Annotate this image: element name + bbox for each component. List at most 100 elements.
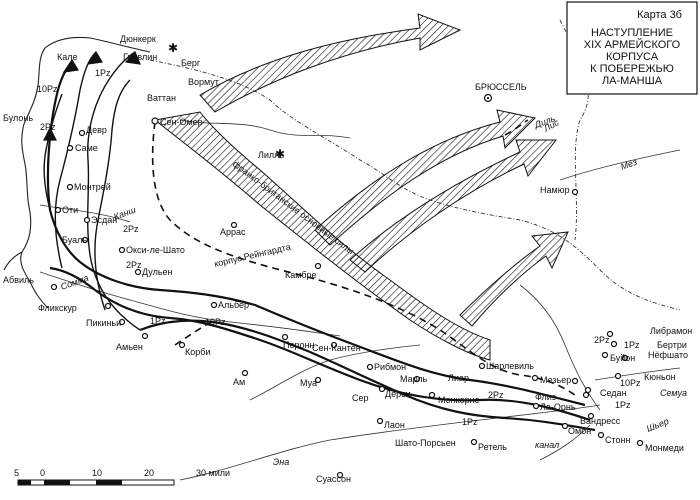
star-markers: ✱ ✱ bbox=[168, 41, 285, 161]
city-montcornet: Монкорне bbox=[438, 395, 480, 405]
unit-1pz-e: 1Pz bbox=[615, 400, 631, 410]
city-markers bbox=[50, 93, 644, 479]
river-label-chiers: Шьер bbox=[645, 416, 670, 434]
city-neufchateau: Нёфшато bbox=[648, 350, 688, 360]
city-bertrix: Бертри bbox=[657, 340, 687, 350]
city-namur: Намюр bbox=[540, 185, 569, 195]
legend-title-line-1: НАСТУПЛЕНИЕ bbox=[591, 27, 673, 39]
city-chateau-porcien: Шато-Порсьен bbox=[395, 438, 456, 448]
scale-tick-label: 10 bbox=[92, 468, 102, 478]
river-semois bbox=[594, 367, 681, 381]
river-label-aisne: Эна bbox=[273, 457, 289, 467]
unit-1pz-c: 1Pz bbox=[462, 417, 478, 427]
scale-tick-label: 5 bbox=[14, 468, 19, 478]
city-marle: Марль bbox=[400, 374, 428, 384]
scale-tick-label: 0 bbox=[40, 468, 45, 478]
city-wormhout: Вормут bbox=[188, 77, 219, 87]
legend-title-line-5: ЛА-МАНША bbox=[602, 75, 663, 87]
unit-2pz-b: 2Pz bbox=[123, 224, 139, 234]
city-amiens: Амьен bbox=[116, 342, 143, 352]
city-omon: Омон bbox=[568, 426, 591, 436]
city-albert: Альбер bbox=[218, 300, 249, 310]
city-liart: Лиар bbox=[448, 373, 469, 383]
scale-bar: 1050102030 мили bbox=[14, 468, 230, 486]
city-abbeville: Абвиль bbox=[3, 275, 34, 285]
city-serre: Сер bbox=[352, 393, 369, 403]
svg-text:✱: ✱ bbox=[168, 41, 178, 55]
city-sedan: Седан bbox=[600, 388, 627, 398]
river-label-canal: канал bbox=[535, 440, 559, 450]
city-libramont: Либрамон bbox=[650, 326, 692, 336]
city-stonne: Стонн bbox=[605, 435, 630, 445]
city-watten: Ваттан bbox=[147, 93, 176, 103]
city-bouillon: Буйон bbox=[610, 353, 635, 363]
river-label-meuse: Мёз bbox=[619, 157, 638, 172]
unit-1pz-d: 1Pz bbox=[624, 340, 640, 350]
city-junyon: Кюньон bbox=[644, 372, 676, 382]
city-saint-omer: Сен-Омер bbox=[160, 117, 203, 127]
city-doullens: Дульен bbox=[142, 267, 173, 277]
xix-corps-arrow-heads bbox=[43, 50, 141, 141]
reinhardt-corps-label: корпус Рейнгардта bbox=[213, 242, 291, 269]
city-arras: Аррас bbox=[220, 227, 246, 237]
city-la-horgne: Ла-Орнь bbox=[540, 402, 576, 412]
border-france-belgium bbox=[149, 59, 681, 311]
unit-1pz-a: 1Pz bbox=[95, 68, 111, 78]
river-label-canche: Канш bbox=[112, 205, 137, 222]
scale-tick-label: 30 мили bbox=[196, 468, 230, 478]
city-rethel: Ретель bbox=[478, 442, 507, 452]
xix-corps-routes bbox=[43, 51, 596, 432]
city-buali: Буаль bbox=[62, 235, 87, 245]
unit-2pz-a: 2Pz bbox=[40, 122, 56, 132]
legend-title-line-4: К ПОБЕРЕЖЬЮ bbox=[590, 63, 674, 75]
river-somme bbox=[39, 271, 341, 337]
city-mezieres: Мезьер bbox=[540, 375, 571, 385]
allied-advance-arrows bbox=[199, 13, 569, 327]
unit-2pz-c: 2Pz bbox=[126, 260, 142, 270]
city-ribemont: Рибмон bbox=[374, 362, 406, 372]
river-aisne bbox=[179, 404, 601, 481]
city-flixecourt: Фликскур bbox=[38, 303, 77, 313]
city-montmedy: Монмеди bbox=[645, 443, 684, 453]
dashed-advance-dyle bbox=[504, 119, 529, 136]
city-picquigny: Пикиньи bbox=[86, 318, 121, 328]
city-vendresse: Вандресс bbox=[580, 416, 621, 426]
river-meuse-north bbox=[559, 149, 681, 181]
city-devres: Девр bbox=[86, 125, 107, 135]
unit-10pz-a: 10Pz bbox=[37, 84, 58, 94]
map-number: Карта 3б bbox=[637, 9, 682, 21]
unit-1pz-b: 1Pz bbox=[150, 316, 166, 326]
legend-title-line-2: XIX АРМЕЙСКОГО bbox=[584, 38, 681, 51]
city-fliz: Флиз bbox=[535, 392, 556, 402]
city-soissons: Суассон bbox=[316, 474, 351, 484]
city-boulogne: Булонь bbox=[3, 113, 33, 123]
city-st-quentin: Сен-Кантен bbox=[312, 343, 361, 353]
city-samer: Саме bbox=[75, 143, 98, 153]
city-peronne: Перонн bbox=[283, 340, 314, 350]
unit-10pz-c: 10Pz bbox=[620, 378, 641, 388]
city-kale: Кале bbox=[57, 52, 78, 62]
city-hesdin: Эсдан bbox=[91, 215, 117, 225]
scale-tick-label: 20 bbox=[144, 468, 154, 478]
city-moy: Муа bbox=[300, 378, 317, 388]
city-charleville: Шарлевиль bbox=[486, 361, 534, 371]
dashed-advance-corbie bbox=[174, 319, 216, 346]
unit-2pz-d: 2Pz bbox=[488, 390, 504, 400]
city-dunkerque: Дюнкерк bbox=[120, 34, 156, 44]
city-gravelines: Гравлин bbox=[123, 52, 157, 62]
city-auxi: Окси-ле-Шато bbox=[126, 245, 185, 255]
svg-text:✱: ✱ bbox=[275, 147, 285, 161]
city-montreuil: Монтрей bbox=[74, 182, 111, 192]
city-brussels: БРЮССЕЛЬ bbox=[475, 82, 527, 92]
coastline bbox=[20, 36, 151, 309]
city-ham: Ам bbox=[233, 377, 245, 387]
legend-box bbox=[566, 1, 698, 95]
unit-2pz-e: 2Pz bbox=[594, 335, 610, 345]
city-laon: Лаон bbox=[384, 420, 405, 430]
city-bergues: Берг bbox=[181, 58, 201, 68]
city-auti: Оти bbox=[62, 205, 78, 215]
city-dercy: Дерси bbox=[385, 389, 411, 399]
river-label-semois: Семуа bbox=[660, 388, 687, 398]
unit-10pz-b: 10Pz bbox=[205, 317, 226, 327]
